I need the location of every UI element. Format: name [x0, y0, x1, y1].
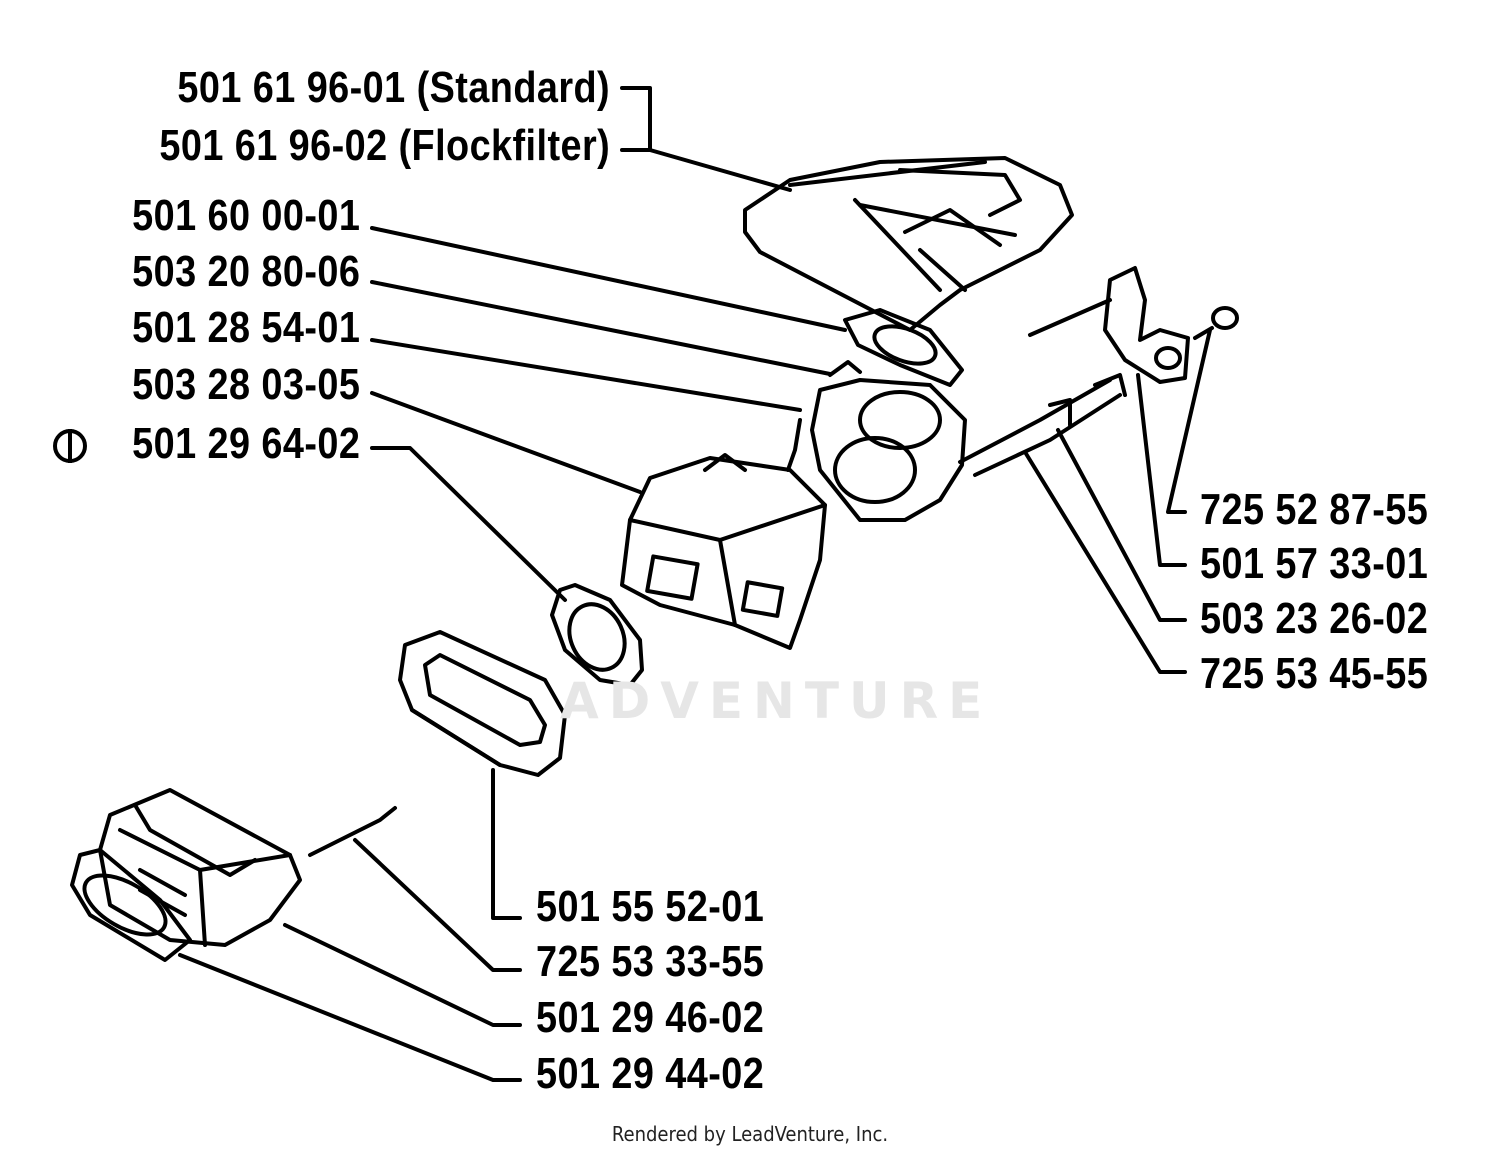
leader-line-501-55-52-01	[491, 768, 522, 920]
leader-line-725-53-45-55	[1023, 450, 1187, 674]
leader-lines-top-left	[370, 86, 847, 602]
part-number-label: 503 28 03-05	[131, 360, 360, 409]
watermark-text: ADVENTURE	[560, 672, 993, 730]
leader-line-501-29-64-02	[370, 446, 567, 602]
air-filter-cover-drawing	[743, 156, 1074, 332]
part-number-label: 503 20 80-06	[131, 247, 360, 296]
carburetor-gasket-drawing	[550, 583, 644, 687]
part-number-label: 501 29 44-02	[536, 1049, 765, 1098]
leader-line-gasket-top	[370, 226, 847, 332]
part-number-label: 501 57 33-01	[1200, 539, 1429, 588]
part-number-label: 501 60 00-01	[131, 191, 360, 240]
leader-line-725-53-33-55	[353, 838, 522, 972]
leader-line-503-28-03-05	[370, 391, 642, 494]
part-number-label: 725 52 87-55	[1200, 485, 1429, 534]
leader-lines-right	[1023, 328, 1212, 674]
footer-credit: Rendered by LeadVenture, Inc.	[611, 1122, 889, 1146]
part-number-label: 501 28 54-01	[131, 303, 360, 352]
part-number-label: 501 29 64-02	[131, 419, 360, 468]
choke-bracket-drawing	[1028, 266, 1239, 427]
leader-lines-bottom	[178, 768, 522, 1082]
part-number-label: 503 23 26-02	[1200, 594, 1429, 643]
leader-line-725-52-87-55	[1166, 328, 1212, 514]
filter-housing-drawing	[70, 788, 397, 962]
leader-line-air-filter-cover-bracket	[620, 86, 652, 152]
part-number-label: 501 29 46-02	[536, 993, 765, 1042]
top-gasket-drawing	[843, 308, 964, 387]
leader-line-503-23-26-02	[1056, 428, 1187, 622]
part-number-label: 725 53 45-55	[1200, 649, 1429, 698]
leader-line-501-29-46-02	[283, 923, 522, 1027]
part-number-label: 501 61 96-01 (Standard)	[177, 63, 610, 112]
note-marker-icon	[53, 429, 87, 463]
carburetor-drawing	[620, 418, 827, 650]
leader-line-501-29-44-02	[178, 953, 522, 1082]
leader-line-air-filter-cover	[648, 148, 792, 192]
part-number-label: 725 53 33-55	[536, 937, 765, 986]
part-number-label: 501 61 96-02 (Flockfilter)	[159, 121, 610, 170]
part-number-label: 501 55 52-01	[536, 882, 765, 931]
air-filter-element-drawing	[398, 630, 567, 777]
intake-adapter-drawing	[810, 360, 1122, 522]
leader-line-503-20-80-06	[370, 280, 832, 376]
leader-line-501-28-54-01	[370, 338, 802, 412]
leader-line-501-57-33-01	[1136, 373, 1187, 567]
